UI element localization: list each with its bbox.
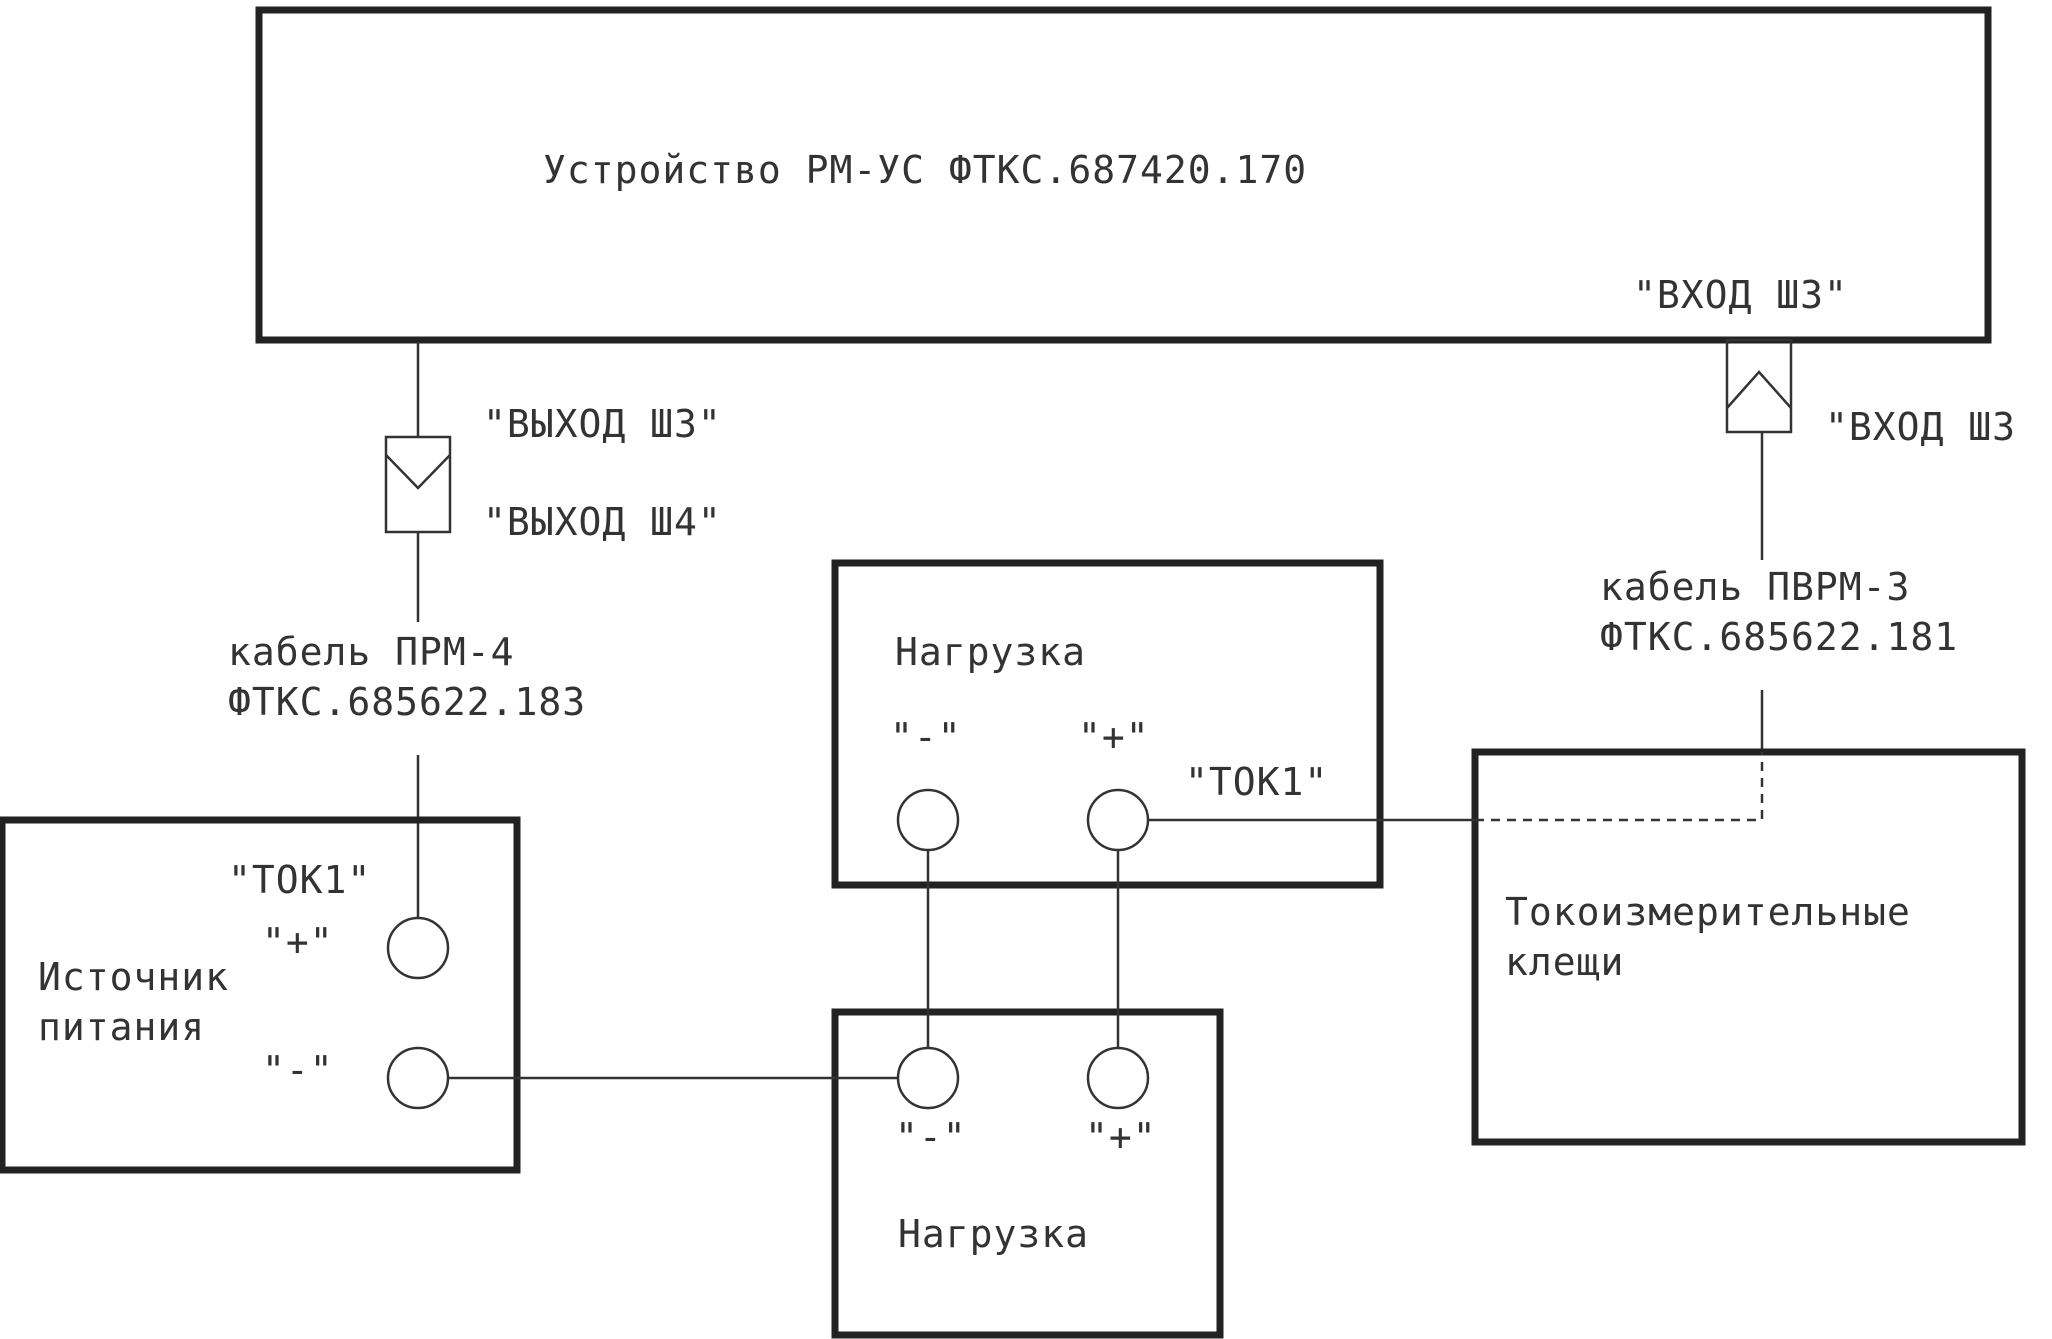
left-connector-upper-label: "ВЫХОД Ш3" xyxy=(483,402,722,446)
power-source-name-line1: Источник xyxy=(38,955,229,999)
load-bottom-plus-terminal xyxy=(1086,1046,1150,1110)
power-source-minus-terminal xyxy=(386,1046,450,1110)
clamp-internal-dashed-link xyxy=(1475,752,1764,822)
right-cable-label-line2: ФТКС.685622.181 xyxy=(1600,615,1958,659)
right-connector-chevron xyxy=(1726,370,1792,409)
load-top-minus-terminal xyxy=(896,788,960,852)
right-cable-label-line1: кабель ПВРМ-3 xyxy=(1600,565,1910,609)
load-bottom-plus-label: "+" xyxy=(1085,1115,1157,1159)
load-top-minus-label: "-" xyxy=(890,715,962,759)
right-connector-side-label: "ВХОД Ш3 xyxy=(1825,405,2016,449)
load-top-title: Нагрузка xyxy=(895,630,1086,674)
device-input-connector-label: "ВХОД Ш3" xyxy=(1633,273,1848,317)
left-connector-lower-label: "ВЫХОД Ш4" xyxy=(483,500,722,544)
load-bottom-title: Нагрузка xyxy=(898,1212,1089,1256)
load-bottom-minus-label: "-" xyxy=(895,1115,967,1159)
load-bottom-minus-terminal xyxy=(896,1046,960,1110)
device-title: Устройство РМ-УС ФТКС.687420.170 xyxy=(543,148,1307,192)
clamp-box xyxy=(1471,748,2026,1146)
load-top-box xyxy=(831,559,1384,889)
left-cable-label-line1: кабель ПРМ-4 xyxy=(228,630,515,674)
left-connector-chevron xyxy=(385,454,451,490)
power-source-plus-label: "+" xyxy=(262,920,334,964)
load-top-plus-terminal xyxy=(1086,788,1150,852)
load-bottom-box xyxy=(831,1008,1224,1339)
power-source-plus-terminal xyxy=(386,916,450,980)
power-source-tok-label: "ТОК1" xyxy=(228,858,371,902)
power-source-box xyxy=(0,816,521,1174)
right-connector xyxy=(1725,338,1793,434)
load-top-tok-label: "ТОК1" xyxy=(1185,760,1328,804)
left-cable-label-line2: ФТКС.685622.183 xyxy=(228,680,586,724)
load-top-plus-label: "+" xyxy=(1078,715,1150,759)
left-connector xyxy=(384,435,452,534)
clamp-name-line2: клещи xyxy=(1505,940,1624,984)
power-source-name-line2: питания xyxy=(38,1005,205,1049)
clamp-name-line1: Токоизмерительные xyxy=(1505,890,1911,934)
power-source-minus-label: "-" xyxy=(262,1048,334,1092)
device-box xyxy=(255,6,1992,344)
